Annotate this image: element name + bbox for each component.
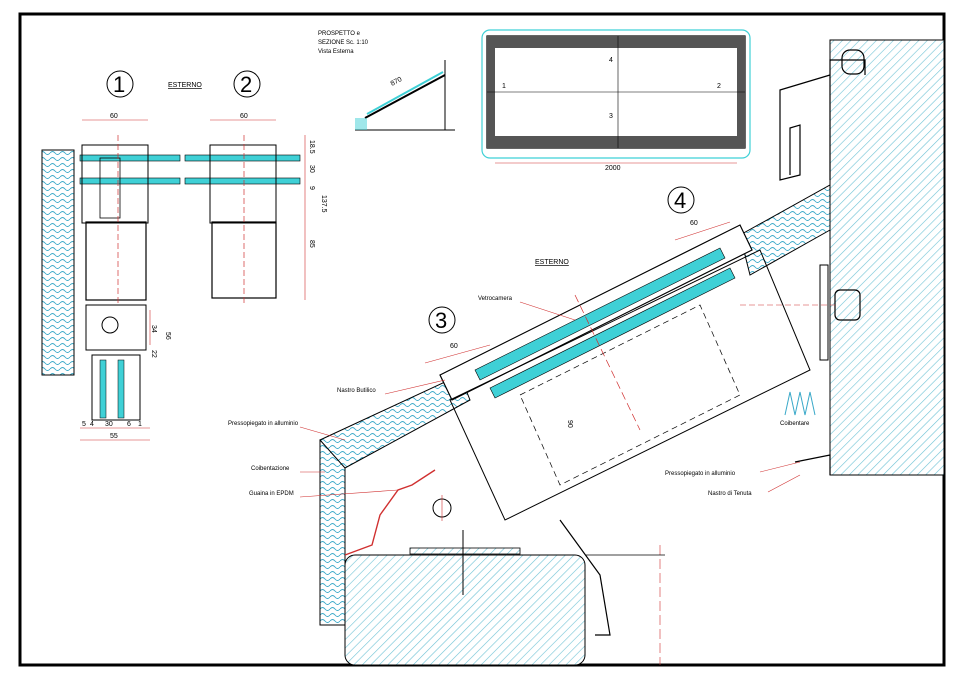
transom-profile — [85, 304, 147, 351]
title-line-3: Vista Esterna — [318, 49, 354, 55]
v34-dim: 34 — [150, 325, 157, 333]
lower-glass-b — [117, 359, 125, 419]
h185-dim: 18.5 — [308, 140, 315, 154]
title-line-1: PROSPETTO e — [318, 31, 361, 37]
h30-dim: 30 — [308, 165, 315, 173]
support-rafter — [449, 249, 811, 521]
mullion-profile — [81, 144, 149, 224]
lower-glass-a — [99, 359, 107, 419]
elevation-view: 4 3 1 2 2000 — [481, 29, 751, 172]
d4-width-dim: 60 — [690, 220, 698, 227]
label-pressopiegato-right: Pressopiegato in alluminio — [665, 471, 736, 477]
mullion-core — [99, 157, 121, 219]
label-pressopiegato-left: Pressopiegato in alluminio — [228, 421, 299, 427]
label-esterno-top: ESTERNO — [168, 82, 202, 89]
v56-dim: 56 — [164, 332, 171, 340]
b30-dim: 30 — [105, 421, 113, 428]
b5-dim: 5 — [82, 421, 86, 428]
detail-2-marker — [233, 70, 261, 98]
detail-2-number: 2 — [240, 72, 252, 97]
d2-glass-bottom — [184, 177, 301, 185]
detail-3-number: 3 — [435, 308, 447, 333]
bracket — [559, 519, 611, 636]
h1375-dim: 137.5 — [320, 195, 327, 213]
elevation-width-dim: 2000 — [605, 165, 621, 172]
b55-dim: 55 — [110, 433, 118, 440]
b6-dim: 6 — [127, 421, 131, 428]
b1-dim: 1 — [138, 421, 142, 428]
d2-glass-top — [184, 154, 301, 162]
elevation-label-right: 2 — [717, 83, 721, 90]
label-coibentare: Coibentare — [780, 421, 810, 427]
elevation-label-left: 1 — [502, 83, 506, 90]
glass-pane-bottom — [79, 177, 181, 185]
lower-frame — [91, 354, 141, 421]
b4-dim: 4 — [90, 421, 94, 428]
main-section: 90 — [319, 39, 945, 666]
elevation-bottom-bar — [487, 136, 745, 148]
mullion-body — [85, 221, 147, 301]
upper-flashing — [779, 74, 831, 181]
h9-dim: 9 — [308, 186, 315, 190]
glass-pane-outer — [474, 247, 726, 381]
elevation-outline — [481, 29, 751, 159]
epdm-membrane — [344, 469, 436, 556]
mid-90-dim: 90 — [566, 420, 573, 428]
wall-insulation — [41, 149, 75, 376]
d1-width-dim: 60 — [110, 113, 118, 120]
label-guaina-epdm: Guaina in EPDM — [249, 491, 294, 497]
mini-section: 870 — [355, 60, 455, 131]
d2-profile — [209, 144, 277, 224]
parapet-insulation — [319, 439, 346, 626]
h85-dim: 85 — [308, 240, 315, 248]
d3-width-dim: 60 — [450, 343, 458, 350]
label-vetrocamera: Vetrocamera — [478, 296, 513, 302]
slope-dim: 870 — [390, 76, 404, 88]
gasket-round — [101, 316, 119, 334]
label-esterno-section: ESTERNO — [535, 259, 569, 266]
label-coibentazione: Coibentazione — [251, 466, 290, 472]
concrete-wall — [829, 39, 945, 476]
detail-1-section: 1 60 34 22 56 5 4 30 6 1 55 — [41, 70, 181, 441]
detail-1-number: 1 — [113, 72, 125, 97]
detail-2-section: 2 60 18.5 30 9 85 137.5 — [184, 70, 327, 305]
detail-1-marker — [106, 70, 134, 98]
elevation-label-bottom: 3 — [609, 113, 613, 120]
d2-width-dim: 60 — [240, 113, 248, 120]
title-block: PROSPETTO e SEZIONE Sc. 1:10 Vista Ester… — [318, 31, 369, 55]
title-line-2: SEZIONE Sc. 1:10 — [318, 40, 369, 46]
v22-dim: 22 — [150, 350, 157, 358]
label-nastro-tenuta: Nastro di Tenuta — [708, 491, 752, 497]
concrete-base — [344, 554, 586, 666]
elevation-label-top: 4 — [609, 57, 613, 64]
detail-3-marker — [428, 306, 456, 334]
sloped-insulation-lower — [319, 374, 471, 469]
sloped-insulation-upper — [739, 184, 831, 276]
detail-4-number: 4 — [674, 188, 686, 213]
glass-pane-top — [79, 154, 181, 162]
glass-pane-inner — [489, 267, 736, 399]
elevation-top-bar — [487, 36, 745, 48]
detail-4-marker — [667, 186, 695, 214]
d2-body — [211, 221, 277, 299]
label-nastro-butilico: Nastro Butilico — [337, 388, 376, 394]
